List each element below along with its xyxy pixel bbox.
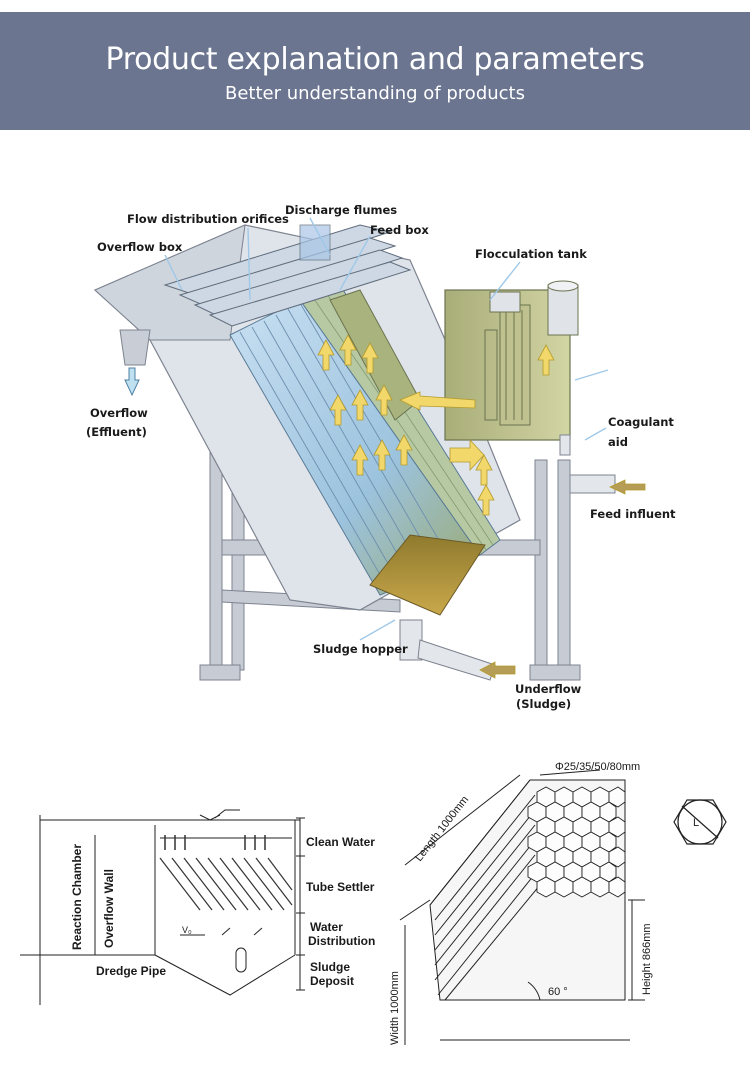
hexagon-symbol: L: [673, 799, 727, 845]
sludge-hopper: [369, 534, 486, 616]
label-feed-influent: Feed influent: [590, 507, 676, 521]
label-sludge-hopper: Sludge hopper: [313, 642, 408, 656]
hexagonal-tube-block-diagram: L Φ25/35/50/80mm Length 1000mm Height 86…: [389, 761, 727, 1045]
label-angle: 60 °: [548, 986, 568, 998]
label-clean-water: Clean Water: [306, 835, 375, 849]
label-v0: V₀: [182, 925, 192, 935]
pipes: [399, 434, 616, 681]
page-subtitle: Better understanding of products: [225, 83, 525, 104]
label-effluent: (Effluent): [86, 425, 147, 439]
label-flow-distribution-orifices: Flow distribution orifices: [127, 212, 289, 226]
label-discharge-flumes: Discharge flumes: [285, 203, 397, 217]
label-distribution: Distribution: [308, 934, 375, 948]
label-diameter: Φ25/35/50/80mm: [555, 761, 640, 773]
label-coagulant: Coagulant: [608, 415, 674, 429]
page-title: Product explanation and parameters: [105, 42, 645, 77]
label-overflow: Overflow: [90, 406, 148, 420]
tube-settler-section-diagram: Reaction Chamber Overflow Wall Clean Wat…: [20, 809, 375, 1005]
header-banner: Product explanation and parameters Bette…: [0, 12, 750, 130]
label-aid: aid: [608, 435, 628, 449]
label-dredge-pipe: Dredge Pipe: [96, 964, 166, 978]
label-sludge: Sludge: [310, 960, 350, 974]
flow-arrows: [317, 334, 646, 679]
label-tube-settler: Tube Settler: [306, 880, 375, 894]
label-flocculation-tank: Flocculation tank: [475, 247, 587, 261]
leader-lines: [164, 217, 609, 641]
lamella-clarifier-diagram: Flow distribution orifices Discharge flu…: [86, 203, 676, 711]
discharge-flumes: [163, 224, 412, 327]
label-width: Width 1000mm: [389, 971, 401, 1045]
label-overflow-box: Overflow box: [97, 240, 183, 254]
label-length: Length 1000mm: [413, 794, 471, 864]
label-underflow: Underflow: [515, 682, 582, 696]
label-deposit: Deposit: [310, 974, 354, 988]
label-feed-box: Feed box: [370, 223, 429, 237]
svg-text:L: L: [693, 817, 699, 829]
diagram-labels: Flow distribution orifices Discharge flu…: [86, 203, 676, 711]
overflow-arrow: [124, 367, 140, 397]
hexagon-grid[interactable]: [527, 786, 626, 898]
label-sludge: (Sludge): [516, 697, 571, 711]
section-labels: Reaction Chamber Overflow Wall Clean Wat…: [70, 835, 375, 988]
tube-settler-hatch: [159, 857, 293, 911]
flocculation-tank: [444, 280, 579, 441]
label-reaction-chamber: Reaction Chamber: [70, 844, 84, 950]
label-water: Water: [310, 920, 343, 934]
dredge-pipe: [235, 947, 247, 973]
label-height: Height 866mm: [641, 923, 653, 995]
label-overflow-wall: Overflow Wall: [102, 869, 116, 948]
